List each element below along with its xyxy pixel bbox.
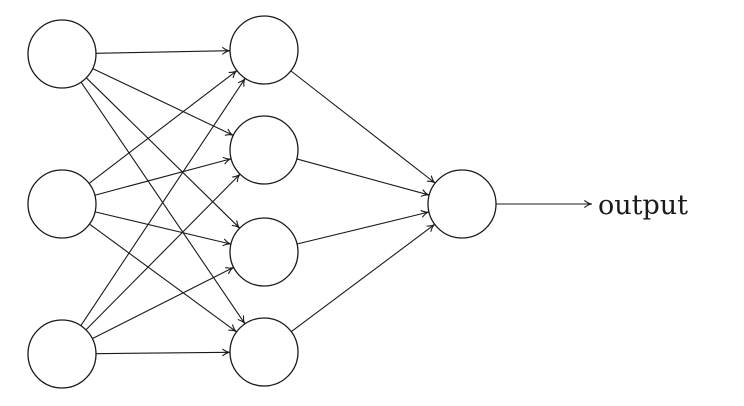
edge-input-1-to-hidden-3-line	[85, 77, 241, 229]
node-hidden-4	[229, 317, 299, 387]
edge-input-3-to-hidden-4-line	[95, 351, 231, 355]
edge-input-2-to-hidden-3	[94, 211, 232, 247]
output-label: output	[598, 190, 688, 221]
edge-input-1-to-hidden-1	[95, 47, 231, 55]
edge-input-2-to-hidden-2-line	[94, 158, 232, 196]
edge-input-2-to-hidden-4-line	[89, 223, 237, 333]
edge-hidden-3-to-output-1	[296, 210, 430, 245]
edge-input-3-to-hidden-2-line	[85, 173, 241, 331]
edge-hidden-1-to-output-1	[290, 70, 436, 184]
edge-input-1-to-hidden-3	[85, 77, 241, 229]
edge-input-1-to-hidden-4-arrowhead	[237, 315, 246, 325]
edge-input-3-to-hidden-3-line	[92, 266, 234, 340]
nodes-group	[27, 15, 497, 389]
edge-hidden-2-to-output-1	[296, 158, 430, 197]
output-arrow	[496, 200, 593, 208]
node-input-2	[27, 169, 97, 239]
edge-hidden-1-to-output-1-line	[290, 70, 436, 184]
connections-group	[80, 47, 436, 357]
node-hidden-1	[229, 15, 299, 85]
edge-input-1-to-hidden-1-line	[95, 50, 231, 54]
edge-hidden-3-to-output-1-line	[296, 211, 430, 245]
edge-input-3-to-hidden-1-line	[80, 78, 246, 326]
output-arrow-group	[496, 200, 593, 208]
edge-input-2-to-hidden-1-line	[88, 70, 238, 184]
node-input-1	[27, 19, 97, 89]
node-output-1	[427, 169, 497, 239]
edge-hidden-4-to-output-1-line	[290, 223, 436, 333]
node-hidden-2	[229, 115, 299, 185]
edge-hidden-2-to-output-1-line	[296, 158, 430, 196]
node-input-3	[27, 319, 97, 389]
edge-input-3-to-hidden-4	[95, 348, 231, 357]
edge-input-3-to-hidden-2	[85, 173, 241, 331]
node-hidden-3	[229, 217, 299, 287]
edge-input-1-to-hidden-2	[92, 68, 234, 136]
edge-input-1-to-hidden-2-line	[92, 68, 234, 136]
edge-input-1-to-hidden-4-line	[80, 81, 246, 325]
output-arrow-arrowhead	[584, 200, 593, 208]
edge-input-3-to-hidden-1-arrowhead	[237, 77, 246, 87]
edge-input-2-to-hidden-3-line	[94, 211, 232, 245]
